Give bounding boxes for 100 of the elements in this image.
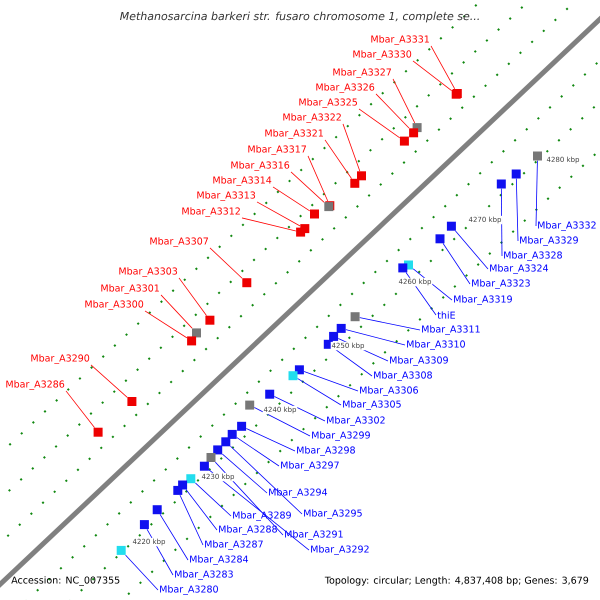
gene-label: Mbar_A3284 <box>190 555 248 565</box>
gene-block <box>200 462 209 471</box>
gene-block <box>228 430 237 439</box>
gene-label: Mbar_A3308 <box>374 371 432 381</box>
leader-line <box>430 46 456 90</box>
gene-label: Mbar_A3330 <box>353 50 412 60</box>
leader-line <box>242 218 296 232</box>
gene-label: Mbar_A3295 <box>304 509 362 519</box>
leader-line <box>500 188 502 256</box>
gene-block <box>329 332 338 341</box>
gene-label: Mbar_A3321 <box>265 129 323 139</box>
title: Methanosarcina barkeri str. fusaro chromosome 1, complete se... <box>120 12 479 22</box>
leader-line <box>346 329 406 346</box>
leader-line <box>214 462 284 536</box>
leader-line <box>455 230 488 270</box>
leader-line <box>359 317 420 330</box>
gene-block <box>398 263 408 272</box>
gene-block <box>446 222 456 231</box>
leader-line <box>536 160 538 226</box>
gene-label: thiE <box>437 311 455 319</box>
gene-block <box>336 324 346 333</box>
gene-block <box>173 486 182 495</box>
footer-text: Accession: NC_007355 <box>11 576 120 586</box>
gene-block <box>409 128 418 138</box>
gene-label: Mbar_A3314 <box>213 176 272 186</box>
leader-line <box>210 248 242 279</box>
gene-label: Mbar_A3290 <box>31 354 90 364</box>
gene-label: Mbar_A3283 <box>175 570 233 580</box>
leader-line <box>376 94 410 128</box>
leader-line <box>236 437 280 466</box>
gene-label: Mbar_A3301 <box>101 284 159 294</box>
gene-label: Mbar_A3280 <box>160 585 218 595</box>
gene-label: Mbar_A3292 <box>311 545 369 555</box>
gene-label: Mbar_A3299 <box>312 431 370 441</box>
gene-label: Mbar_A3324 <box>490 264 548 274</box>
leader-line <box>342 124 360 172</box>
leader-line <box>125 554 158 590</box>
gene-label: Mbar_A3313 <box>197 191 256 201</box>
gene-block <box>213 445 222 454</box>
leader-line <box>392 78 416 124</box>
leader-line <box>222 454 268 494</box>
gene-block <box>187 336 196 346</box>
gene-block <box>512 170 521 178</box>
leader-line <box>180 494 204 546</box>
gene-block <box>205 316 214 325</box>
gene-block <box>152 505 162 514</box>
gene-block <box>436 234 444 244</box>
leader-line <box>442 243 470 284</box>
gene-label: Mbar_A3306 <box>360 386 418 396</box>
leader-line <box>254 407 310 436</box>
gene-label: Mbar_A3317 <box>248 145 306 155</box>
gene-label: Mbar_A3319 <box>454 295 512 305</box>
gene-label: Mbar_A3303 <box>119 267 178 277</box>
leader-line <box>324 140 352 179</box>
leader-line <box>412 60 452 91</box>
gene-label: Mbar_A3287 <box>205 540 263 550</box>
gene-label: Mbar_A3300 <box>85 300 144 310</box>
leader-line <box>90 364 128 398</box>
gene-label: Mbar_A3310 <box>407 340 465 350</box>
gene-label: Mbar_A3326 <box>316 83 374 93</box>
leader-line <box>160 514 188 560</box>
gene-block <box>127 397 136 406</box>
gene-label: Mbar_A3327 <box>333 68 391 78</box>
gene-label: Mbar_A3286 <box>6 380 64 390</box>
gene-label: Mbar_A3328 <box>504 251 562 261</box>
gene-block <box>221 437 230 446</box>
gene-block <box>288 371 298 380</box>
leader-line <box>230 446 302 514</box>
footer-text: Topology: circular; Length: 4,837,408 bp; Genes: 3,679 <box>324 576 588 586</box>
gene-label: Mbar_A3307 <box>150 237 208 247</box>
gene-label: Mbar_A3312 <box>182 207 240 217</box>
gene-label: Mbar_A3288 <box>219 525 277 535</box>
gene-block <box>533 152 542 160</box>
leader-line <box>66 390 95 428</box>
gene-block <box>350 312 360 322</box>
gene-label: Mbar_A3332 <box>538 221 596 231</box>
leader-line <box>358 108 400 138</box>
gene-block <box>237 422 246 431</box>
leader-line <box>516 178 518 242</box>
gene-label: Mbar_A3331 <box>371 35 429 45</box>
leader-line <box>297 378 342 406</box>
gene-label: Mbar_A3323 <box>472 279 530 289</box>
gene-block <box>400 136 409 146</box>
gene-label: Mbar_A3322 <box>283 113 341 123</box>
leader-line <box>272 186 310 212</box>
leader-line <box>256 202 300 226</box>
gene-label: Mbar_A3316 <box>231 161 290 171</box>
gene-block <box>192 328 201 338</box>
gene-label: Mbar_A3302 <box>327 416 385 426</box>
leader-line <box>160 294 193 329</box>
gene-label: Mbar_A3298 <box>297 446 355 456</box>
leader-line <box>308 156 328 202</box>
gene-label: Mbar_A3309 <box>390 356 448 366</box>
gene-block <box>310 210 319 218</box>
gene-label: Mbar_A3305 <box>343 400 401 410</box>
gene-block <box>242 278 252 288</box>
leader-line <box>208 470 310 550</box>
leader-line <box>186 489 218 530</box>
gene-block <box>140 520 149 530</box>
leader-line <box>144 310 188 338</box>
